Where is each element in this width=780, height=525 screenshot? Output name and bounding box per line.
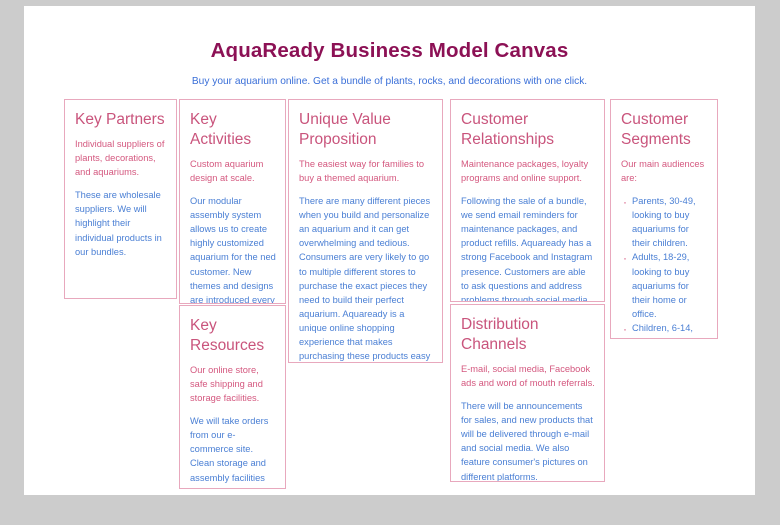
customer-segments-primary-text: Our main audiences are: xyxy=(621,158,705,183)
block-customer-relationships[interactable]: Customer Relationships Maintenance packa… xyxy=(450,99,605,302)
page-subtitle: Buy your aquarium online. Get a bundle o… xyxy=(191,76,588,87)
block-key-activities[interactable]: Key Activities Custom aquarium design at… xyxy=(179,99,286,304)
block-title-customer-relationships: Customer Relationships xyxy=(461,111,555,148)
block-title-key-partners: Key Partners xyxy=(75,111,165,128)
block-key-resources[interactable]: Key Resources Our online store, safe shi… xyxy=(179,305,286,489)
customer-segments-list: Parents, 30-49, looking to buy aquariums… xyxy=(621,193,708,338)
key-partners-secondary-text: These are wholesale suppliers. We will h… xyxy=(75,190,162,257)
canvas-page: AquaReady Business Model Canvas Buy your… xyxy=(24,6,755,495)
key-activities-primary-text: Custom aquarium design at scale. xyxy=(190,158,264,183)
block-key-partners[interactable]: Key Partners Individual suppliers of pla… xyxy=(64,99,177,299)
block-customer-segments[interactable]: Customer Segments Our main audiences are… xyxy=(610,99,718,339)
block-distribution-channels[interactable]: Distribution Channels E-mail, social med… xyxy=(450,304,605,482)
distribution-channels-primary-text: E-mail, social media, Facebook ads and w… xyxy=(461,363,595,388)
value-proposition-primary-text: The easiest way for families to buy a th… xyxy=(299,158,425,183)
block-title-distribution-channels: Distribution Channels xyxy=(461,316,539,353)
block-unique-value-proposition[interactable]: Unique Value Proposition The easiest way… xyxy=(288,99,443,363)
list-item: Children, 6-14, curious about the sea wo… xyxy=(623,320,708,338)
customer-relationships-primary-text: Maintenance packages, loyalty programs a… xyxy=(461,158,589,183)
key-resources-primary-text: Our online store, safe shipping and stor… xyxy=(190,364,263,403)
block-title-value-proposition: Unique Value Proposition xyxy=(299,111,391,148)
block-title-key-resources: Key Resources xyxy=(190,317,265,354)
page-title: AquaReady Business Model Canvas xyxy=(210,39,569,62)
value-proposition-secondary-text: There are many different pieces when you… xyxy=(299,195,431,362)
key-resources-secondary-text: We will take orders from our e-commerce … xyxy=(190,416,269,488)
block-title-key-activities: Key Activities xyxy=(190,111,252,148)
block-title-customer-segments: Customer Segments xyxy=(621,111,691,148)
customer-relationships-secondary-text: Following the sale of a bundle, we send … xyxy=(461,195,593,302)
key-activities-secondary-text: Our modular assembly system allows us to… xyxy=(190,195,276,304)
list-item: Parents, 30-49, looking to buy aquariums… xyxy=(623,193,708,251)
key-partners-primary-text: Individual suppliers of plants, decorati… xyxy=(75,138,165,178)
distribution-channels-secondary-text: There will be announcements for sales, a… xyxy=(461,400,593,482)
list-item: Adults, 18-29, looking to buy aquariums … xyxy=(623,249,708,321)
